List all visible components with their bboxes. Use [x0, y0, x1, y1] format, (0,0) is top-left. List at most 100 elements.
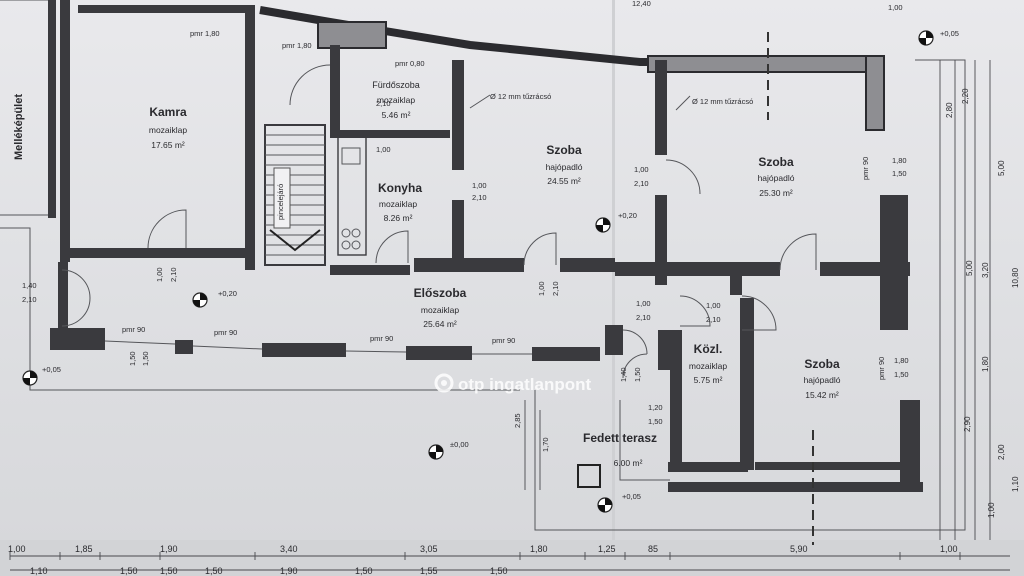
door-size: 1,00: [537, 281, 546, 296]
right-dim: 2,00: [997, 444, 1006, 460]
door-size: 1,50: [894, 370, 909, 379]
room-name-kozl: Közl.: [694, 342, 723, 356]
opening-label: pmr 90: [861, 157, 870, 180]
right-dim: 3,20: [981, 262, 990, 278]
terrace-dimension-lines: [524, 400, 541, 490]
kamra-door: [147, 209, 187, 249]
room-floor-szoba2: hajópadló: [758, 173, 795, 183]
room-area-szoba2: 25.30 m²: [759, 188, 793, 198]
bottom-dim: 85: [648, 544, 658, 554]
level-mark: [192, 292, 208, 308]
level-mark: [597, 497, 613, 513]
room-area-furdo: 5.46 m²: [382, 110, 411, 120]
room-name-furdo: Fürdőszoba: [372, 80, 420, 90]
east-wall-hatched: [865, 55, 885, 131]
side-building-wall: [48, 0, 56, 218]
door-size: 2,10: [636, 313, 651, 322]
east-wall: [880, 195, 908, 330]
door-size: 1,50: [648, 417, 663, 426]
entrance-door: [61, 269, 91, 327]
door-size: 1,00: [472, 181, 487, 190]
room-floor-eloszoba: mozaiklap: [421, 305, 460, 315]
hall-west-wall: [58, 262, 68, 328]
room-name-szoba1: Szoba: [546, 143, 582, 157]
right-dim: 2,80: [945, 102, 954, 118]
terrace-dim: 2,85: [513, 413, 522, 428]
stove-burner: [341, 228, 351, 238]
szoba2-south-wall: [615, 262, 780, 276]
level-text: +0,05: [42, 365, 61, 374]
kozl-south-wall: [668, 462, 748, 472]
side-building-outline: [0, 0, 56, 216]
hall-south-wall-3: [262, 343, 346, 357]
kamra-south-wall-a: [60, 248, 190, 258]
kamra-east-wall: [245, 5, 255, 270]
room-name-szoba3: Szoba: [804, 357, 840, 371]
kamra-north-wall: [78, 5, 248, 13]
kozl-wall-lower: [670, 365, 682, 470]
bottom-dim: 5,90: [790, 544, 808, 554]
level-text: ±0,00: [450, 440, 469, 449]
right-dim: 5,00: [997, 160, 1006, 176]
hall-south-wall-6: [605, 325, 623, 355]
level-mark: [428, 444, 444, 460]
szoba3-north-stub: [730, 270, 742, 295]
bottom-dim: 3,40: [280, 544, 298, 554]
door-size: 1,80: [892, 156, 907, 165]
door-size: 2,10: [634, 179, 649, 188]
hall-north-wall-a: [414, 258, 524, 272]
right-dim: 10,80: [1011, 267, 1020, 288]
right-dim: 1,10: [1011, 476, 1020, 492]
hall-window-lines: [104, 340, 532, 355]
right-dim: 1,00: [987, 502, 996, 518]
door-size: 2,10: [22, 295, 37, 304]
bottom-dim: 1,00: [8, 544, 26, 554]
room-floor-furdo: mozaiklap: [377, 95, 416, 105]
door-size: 1,20: [648, 403, 663, 412]
terrace-dim: 1,70: [541, 437, 550, 452]
kamra-west-wall: [60, 0, 70, 262]
stove-burner: [341, 240, 351, 250]
door-size: 1,00: [155, 267, 164, 282]
bottom-dim: 1,50: [160, 566, 178, 576]
opening-label: pmr 0,80: [395, 59, 425, 68]
kitchen-east-wall: [452, 200, 464, 265]
door-size: 1,50: [892, 169, 907, 178]
opening-label: pmr 90: [370, 334, 393, 343]
level-text: +0,20: [618, 211, 637, 220]
hall-south-wall-4: [406, 346, 472, 360]
room-area-kamra: 17.65 m²: [151, 140, 185, 150]
opening-label: pmr 90: [214, 328, 237, 337]
room-name-konyha: Konyha: [378, 181, 422, 195]
cellar-stairs: [264, 124, 326, 266]
door-size: 1,80: [894, 356, 909, 365]
room-floor-szoba1: hajópadló: [546, 162, 583, 172]
south-facade-wall: [668, 482, 923, 492]
terrace-column: [577, 464, 601, 488]
room-name-eloszoba: Előszoba: [414, 286, 467, 300]
level-mark: [595, 217, 611, 233]
szoba-divider-upper: [655, 60, 667, 155]
bottom-dim: 1,80: [530, 544, 548, 554]
chimney-note-leaders: [469, 94, 691, 111]
bathroom-door: [289, 64, 331, 106]
door-size: 1,50: [128, 351, 137, 366]
bottom-dim: 1,90: [280, 566, 298, 576]
bottom-dimension-ticks: [9, 552, 961, 560]
door-size: 1,40: [22, 281, 37, 290]
north-wall-hatched: [647, 55, 885, 73]
terrace-dim: 1,50: [633, 367, 642, 382]
opening-label: pmr 90: [122, 325, 145, 334]
room-area-eloszoba: 25.64 m²: [423, 319, 457, 329]
stove-burner: [351, 240, 361, 250]
kitchen-door: [375, 230, 409, 264]
level-mark: [22, 370, 38, 386]
bottom-dim: 1,50: [355, 566, 373, 576]
room-floor-kamra: mozaiklap: [149, 125, 188, 135]
bottom-dim: 1,10: [30, 566, 48, 576]
east-wall-lower: [900, 400, 920, 485]
door-size: 1,00: [636, 299, 651, 308]
otp-watermark: otp ingatlanpont: [434, 373, 591, 394]
hall-north-wall-b: [560, 258, 615, 272]
